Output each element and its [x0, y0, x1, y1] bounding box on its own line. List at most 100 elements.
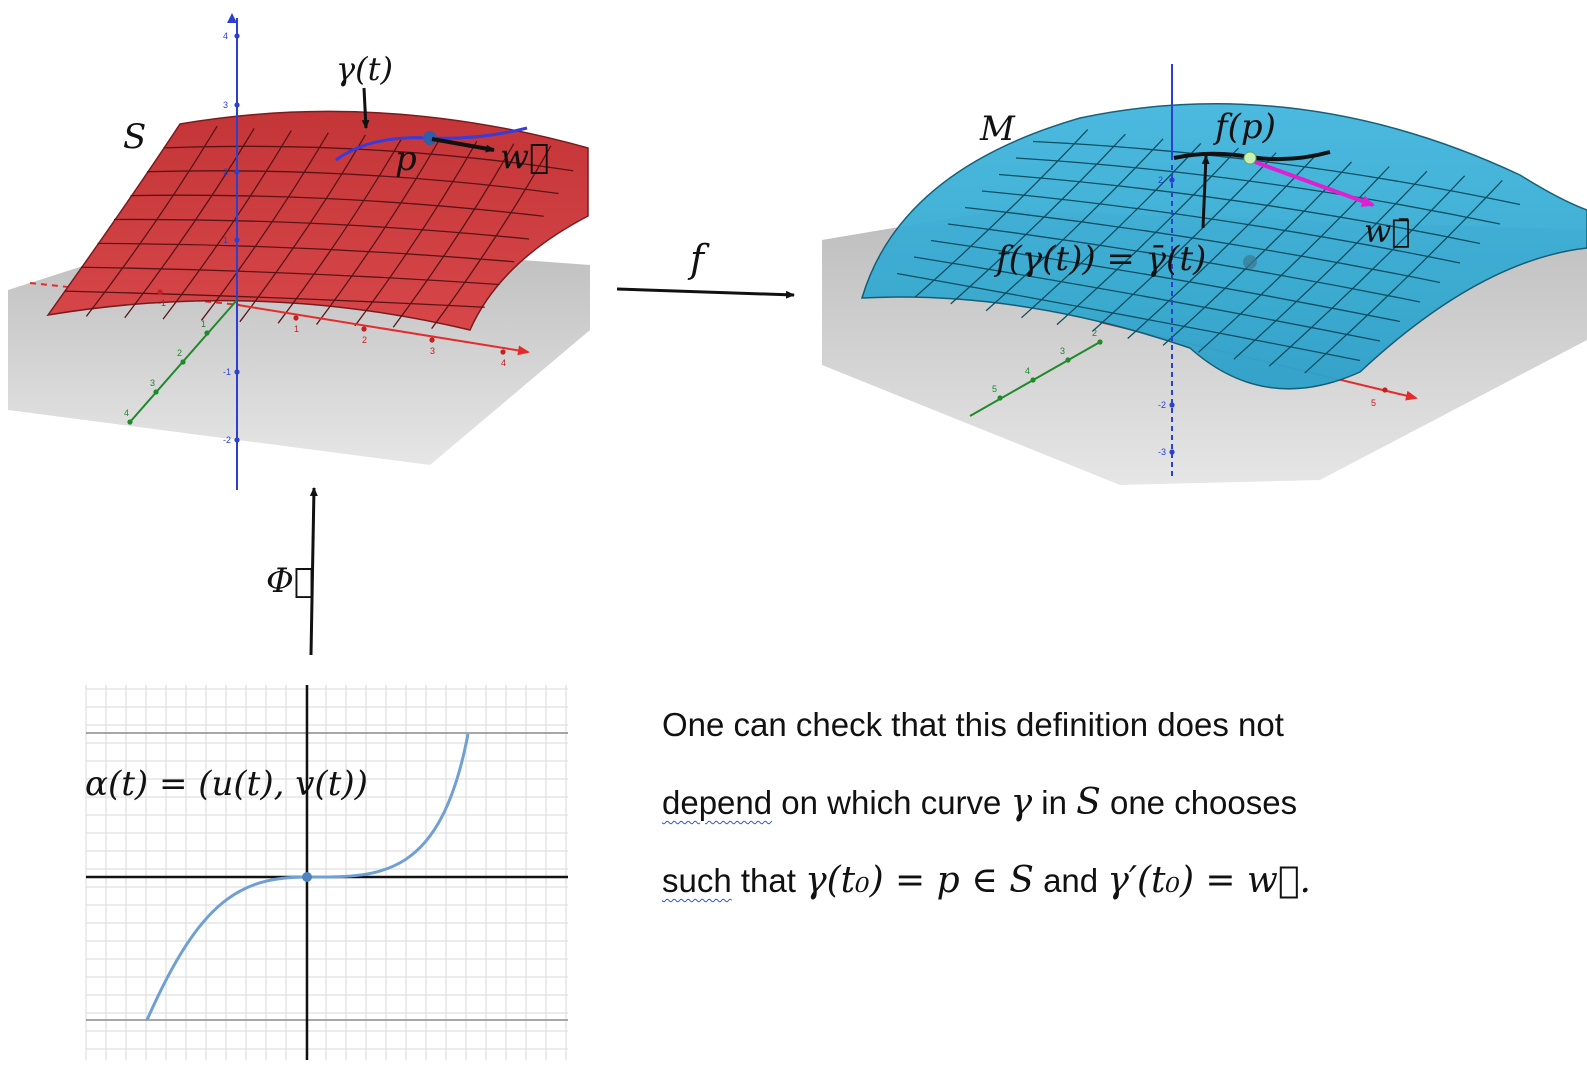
caption-line-1-text: One can check that this definition does … [662, 706, 1284, 743]
surface-s-y-tick-dot [180, 359, 186, 365]
surface-m-grid-line-u-line [1268, 175, 1466, 367]
surface-s-x-tick-dot [157, 289, 163, 295]
caption-line-2-c: one chooses [1100, 784, 1298, 821]
surface-s-x-tick-label: 2 [362, 335, 367, 345]
caption-line-1: One can check that this definition does … [662, 700, 1562, 778]
surface-s-grid-line-v-line [113, 218, 530, 240]
map-phi-label: Φ⃗ [266, 561, 314, 601]
surface-s-x-axis-hidden [29, 282, 241, 306]
surface-m-grid-line-u-line [985, 138, 1164, 312]
surface-m-grid-line-v-line [998, 173, 1481, 245]
surface-m-grid-line-v-line [1015, 157, 1501, 225]
surface-s-grid-line-u-line [316, 138, 441, 325]
surface-m-y-tick-dot [1097, 339, 1103, 345]
surface-m-grid-line-u-line [914, 129, 1089, 298]
surface-s-z-tick-dot [234, 169, 240, 175]
surface-s-grid-line-u-line [200, 132, 329, 321]
plane-origin-point [302, 872, 312, 882]
surface-s-y-tick-label: 2 [177, 348, 182, 358]
surface-m-grid-line-v-line [896, 272, 1361, 362]
surface-s-grid-line-v-line [146, 170, 559, 195]
vector-w-bar [1254, 160, 1375, 207]
surface-m-z-tick-dot [1169, 402, 1175, 408]
surface-s-x-tick-dot [361, 326, 367, 332]
surface-s-grid-line-u-line [239, 134, 367, 323]
gamma-bar-label: f(γ(t)) = γ̄(t) [993, 239, 1206, 279]
surface-s-y-tick-label: 4 [124, 408, 129, 418]
caption-s: S [1076, 782, 1101, 823]
surface-s-z-tick-label: 3 [223, 100, 228, 110]
caption-gamma: γ [1010, 782, 1033, 823]
gamma-bar-pointer-arrow [1201, 155, 1210, 229]
plane-grid [85, 685, 568, 1060]
surface-s-x-tick-label: 1 [294, 324, 299, 334]
gamma-pointer-arrow [361, 87, 370, 129]
gamma-label: γ(t) [336, 50, 393, 88]
surface-s-x-tick-label: 3 [430, 346, 435, 356]
surface-m-grid-line-v-line [947, 223, 1421, 303]
surface-m-grid-line-u-line [1021, 143, 1202, 319]
surface-s-grid-line-u-line [392, 143, 515, 328]
surface-s-grid-line-u-line [354, 141, 478, 327]
fp-label: f(p) [1212, 107, 1276, 147]
surface-m-y-tick-dot [1065, 357, 1071, 363]
point-p [423, 131, 437, 145]
surface-s-z-tick-dot [234, 237, 240, 243]
surface-s-y-tick-dot [127, 419, 133, 425]
surface-s-grid-line-v-line [163, 145, 574, 172]
surface-m-grid [896, 129, 1521, 374]
surface-s-z-tick-label: -2 [223, 435, 231, 445]
surface-m-label: M [979, 109, 1016, 149]
caption-line-2-b: in [1032, 784, 1077, 821]
alpha-label: α(t) = (u(t), v(t)) [85, 764, 368, 804]
surface-s-z-tick-dot [234, 102, 240, 108]
surface-m-grid-line-u-line [1233, 170, 1428, 360]
surface-m-grid-line-u-line [1304, 179, 1503, 374]
surface-m-z-tick-label: -3 [1158, 447, 1166, 457]
plane-graph: α(t) = (u(t), v(t)) [85, 685, 568, 1060]
surface-s-grid-line-u-line [162, 130, 292, 320]
map-phi-arrow [309, 487, 318, 656]
caption: One can check that this definition does … [662, 700, 1562, 934]
map-f-arrow [616, 287, 795, 299]
surface-m-z-tick-label: 2 [1158, 175, 1163, 185]
surface-s-y-tick-dot [204, 330, 210, 336]
surface-m-z-tick-dot [1169, 449, 1175, 455]
surface-m-grid-line-v-line [930, 239, 1401, 323]
surface-s-x-tick-dot [500, 349, 506, 355]
surface-s-grid [64, 125, 574, 330]
surface-s-z-tick-dot [234, 437, 240, 443]
surface-m-z-tick-label: -2 [1158, 400, 1166, 410]
surface-s-grid-line-u-line [277, 136, 404, 324]
surface-s-z-tick-dot [234, 369, 240, 375]
surface-s-z-tick-dot [234, 33, 240, 39]
surface-s-z-tick-label: 2 [223, 167, 228, 177]
surface-m-x-tick-label: 5 [1371, 398, 1376, 408]
surface-s-y-tick-label: 3 [150, 378, 155, 388]
surface-m-grid-line-u-line [1091, 152, 1277, 333]
vector-w [431, 137, 495, 153]
surface-s-grid-line-u-line [431, 145, 552, 330]
caption-line-2: depend on which curve γ in S one chooses [662, 778, 1562, 856]
surface-m-x-tick-dot [1382, 387, 1388, 393]
surface-s-grid-line-v-line [64, 290, 485, 308]
surface-s-y-tick-dot [153, 389, 159, 395]
surface-s-y-tick-label: 1 [201, 319, 206, 329]
surface-m-grid-line-u-line [1162, 161, 1353, 346]
caption-math-2: γ′(t₀) = w⃗. [1107, 860, 1311, 901]
caption-depend-word: depend [662, 784, 773, 821]
caption-such-word: such [662, 862, 732, 899]
surface-m-y-tick-label: 3 [1060, 346, 1065, 356]
caption-math-1: γ(t₀) = p ∈ S [805, 860, 1034, 901]
surface-s-z-tick-label: -1 [223, 367, 231, 377]
point-fp [1243, 151, 1257, 165]
caption-line-3: such that γ(t₀) = p ∈ S and γ′(t₀) = w⃗. [662, 856, 1562, 934]
surface-m-y-tick-dot [997, 395, 1003, 401]
surface-m-y-tick-label: 5 [992, 384, 997, 394]
surface-s-label: S [123, 117, 146, 157]
surface-m-y-tick-label: 2 [1092, 328, 1097, 338]
surface-m-grid-line-v-line [981, 190, 1461, 264]
